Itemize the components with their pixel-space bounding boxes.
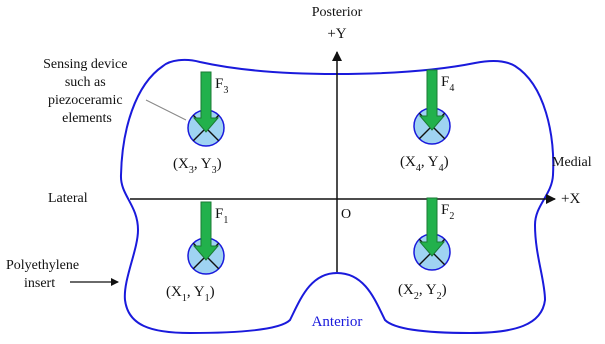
- sensor-1: F1 (X1, Y1): [166, 201, 228, 304]
- insert-outline: [119, 58, 555, 335]
- force-label: F2: [441, 202, 454, 222]
- force-label: F1: [215, 206, 228, 226]
- x-axis-label: +X: [561, 191, 580, 207]
- origin-label: O: [341, 207, 351, 222]
- sensor-2: F2 (X2, Y2): [398, 197, 454, 302]
- force-arrow: [192, 71, 220, 133]
- sensor-3: F3 (X3, Y3): [173, 71, 228, 176]
- sensor-4: F4 (X4, Y4): [400, 69, 454, 174]
- y-axis-label: +Y: [327, 26, 346, 42]
- polyethylene-insert-callout: Polyethylene insert: [6, 258, 83, 291]
- coordinate-label: (X1, Y1): [166, 284, 215, 304]
- force-label: F4: [441, 74, 454, 94]
- force-arrow: [418, 69, 446, 131]
- posterior-label: Posterior: [312, 5, 363, 20]
- coordinate-label: (X2, Y2): [398, 282, 447, 302]
- medial-label: Medial: [552, 155, 592, 170]
- force-label: F3: [215, 76, 228, 96]
- coordinate-label: (X3, Y3): [173, 156, 222, 176]
- force-arrow: [418, 197, 446, 257]
- anterior-label: Anterior: [312, 314, 363, 330]
- lateral-label: Lateral: [48, 191, 88, 206]
- sensing-device-leader: [145, 99, 187, 121]
- coordinate-label: (X4, Y4): [400, 154, 449, 174]
- sensing-device-callout: Sensing device such as piezoceramic elem…: [43, 57, 131, 126]
- force-arrow: [192, 201, 220, 261]
